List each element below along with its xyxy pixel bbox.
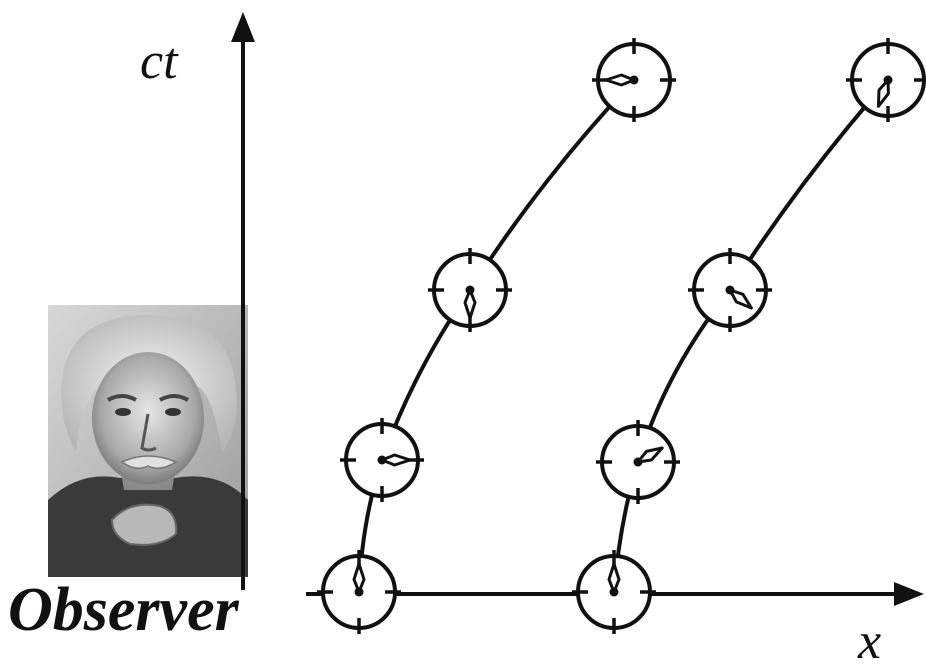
clock-icon bbox=[572, 550, 656, 634]
clock-icon bbox=[592, 38, 676, 122]
clock-hand bbox=[604, 73, 636, 87]
ct-axis bbox=[231, 12, 255, 590]
observer-portrait bbox=[48, 305, 248, 577]
clock-hand bbox=[607, 562, 621, 594]
clock-icon bbox=[596, 420, 680, 504]
clock-icon bbox=[688, 248, 772, 332]
x-axis-label: x bbox=[857, 613, 881, 664]
clock-hand bbox=[728, 288, 753, 310]
clock-hand bbox=[380, 453, 412, 467]
ct-axis-label: ct bbox=[140, 33, 179, 90]
clock-icon bbox=[428, 248, 512, 332]
worldline-2 bbox=[612, 78, 890, 594]
clock-icon bbox=[317, 550, 401, 634]
clock-hand bbox=[352, 562, 366, 594]
observer-label: Observer bbox=[8, 576, 240, 644]
clock-hand bbox=[463, 288, 477, 320]
clock-icon bbox=[340, 418, 424, 502]
clock-icon bbox=[846, 38, 926, 122]
clock-hand bbox=[876, 78, 890, 108]
clocks-layer bbox=[317, 38, 926, 634]
clock-hand bbox=[636, 446, 664, 464]
worldline-1 bbox=[357, 78, 636, 594]
